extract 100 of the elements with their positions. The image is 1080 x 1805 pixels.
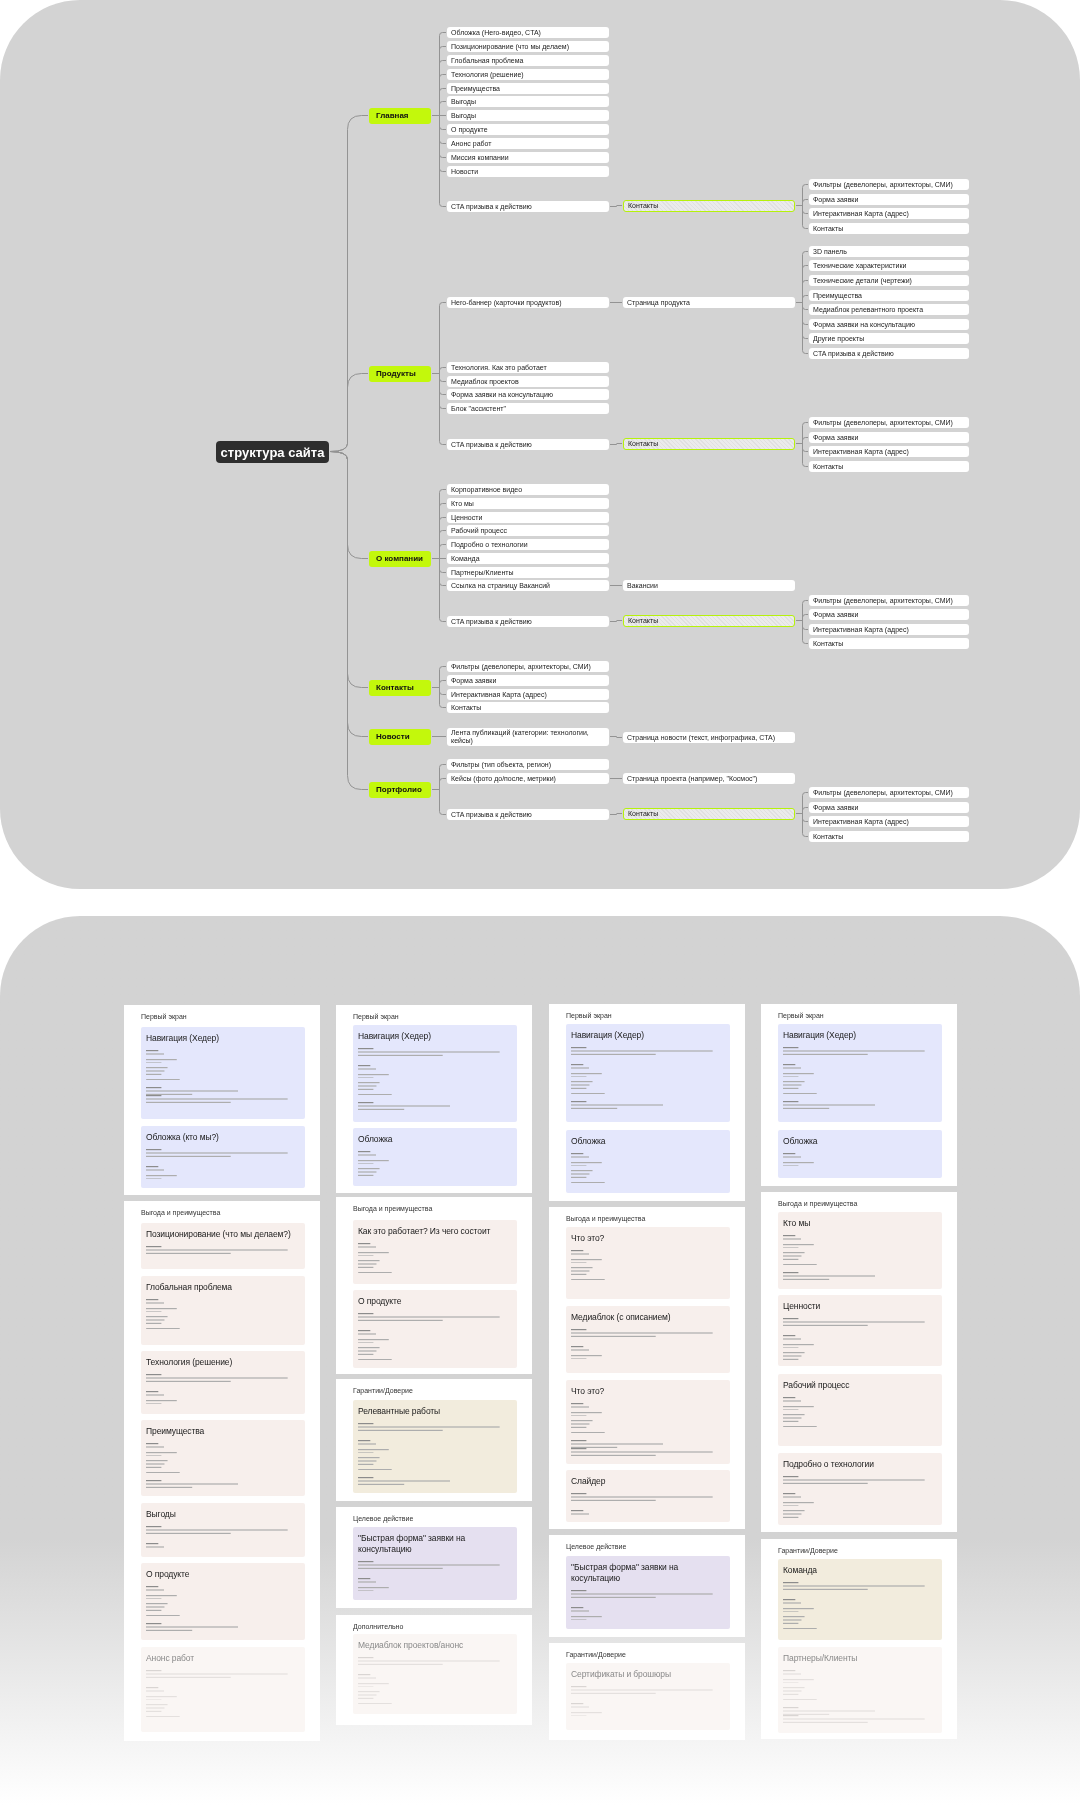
block-title: Подробно о технологии [783, 1459, 875, 1470]
block-title: Кто мы [783, 1218, 812, 1229]
block-title: Обложка [783, 1136, 819, 1147]
connector-line [329, 451, 369, 790]
section-block [566, 1024, 730, 1122]
connector-line [609, 620, 623, 622]
connector-line [609, 302, 623, 303]
section-block [566, 1130, 730, 1193]
section-block [353, 1290, 517, 1368]
section-block [566, 1306, 730, 1373]
block-title: Слайдер [571, 1476, 607, 1487]
connector-line [609, 205, 623, 207]
connector-line [431, 115, 447, 207]
block-title: Навигация (Хедер) [358, 1031, 432, 1042]
section-block [778, 1374, 942, 1446]
block-title: Ценности [783, 1301, 822, 1312]
section-block [141, 1420, 305, 1496]
wireframe-card [549, 1535, 745, 1637]
section-block [566, 1380, 730, 1464]
wireframe-card [761, 1539, 957, 1739]
wireframe-card [549, 1004, 745, 1201]
connector-line [795, 813, 809, 837]
block-title: Выгоды [146, 1509, 177, 1520]
section-block [353, 1025, 517, 1122]
section-block [778, 1559, 942, 1640]
connector-line [609, 778, 623, 779]
section-block [778, 1295, 942, 1366]
block-title: Рабочий процесс [783, 1380, 851, 1391]
wireframe-card [336, 1379, 532, 1501]
wireframe-card [336, 1005, 532, 1193]
section-block [141, 1351, 305, 1414]
connector-line [431, 736, 447, 737]
block-title: Обложка (кто мы?) [146, 1132, 220, 1143]
block-title: Навигация (Хедер) [783, 1030, 857, 1041]
section-block [566, 1663, 730, 1730]
section-block [353, 1634, 517, 1714]
wireframe-card [549, 1207, 745, 1529]
connector-line [795, 443, 809, 467]
section-block [566, 1556, 730, 1629]
section-block [353, 1527, 517, 1600]
connector-line [795, 620, 809, 644]
block-title: О продукте [358, 1296, 403, 1307]
block-title: Глобальная проблема [146, 1282, 233, 1293]
block-title: Что это? [571, 1233, 606, 1244]
connector-line [795, 302, 809, 354]
block-title: "Быстрая форма" заявки на консультацию [358, 1533, 467, 1555]
section-block [778, 1024, 942, 1122]
root-topic: структура сайта [216, 441, 329, 463]
block-title: Что это? [571, 1386, 606, 1397]
main-topic: Продукты [369, 366, 431, 382]
section-block [141, 1563, 305, 1640]
block-title: О продукте [146, 1569, 191, 1580]
section-block [566, 1227, 730, 1299]
section-block [141, 1276, 305, 1345]
main-topic: Новости [369, 729, 431, 745]
section-block [141, 1126, 305, 1188]
connector-line [609, 585, 623, 586]
wireframe-card [124, 1005, 320, 1195]
connector-line [609, 813, 623, 815]
block-title: "Быстрая форма" заявки на косультацию [571, 1562, 680, 1584]
section-block [778, 1212, 942, 1289]
block-title: Навигация (Хедер) [146, 1033, 220, 1044]
connector-line [431, 373, 447, 445]
section-block [353, 1400, 517, 1493]
section-block [141, 1223, 305, 1269]
section-block [566, 1470, 730, 1522]
connector-line [609, 443, 623, 445]
block-title: Анонс работ [146, 1653, 196, 1664]
block-title: Как это работает? Из чего состоит [358, 1226, 492, 1237]
section-block [141, 1503, 305, 1557]
section-block [353, 1220, 517, 1284]
main-topic: Контакты [369, 680, 431, 696]
block-title: Позиционирование (что мы делаем?) [146, 1229, 292, 1240]
wireframe-card [336, 1615, 532, 1725]
block-title: Партнеры/Клиенты [783, 1653, 859, 1664]
section-block [353, 1128, 517, 1186]
wireframe-card [761, 1004, 957, 1186]
block-title: Навигация (Хедер) [571, 1030, 645, 1041]
block-title: Медиаблок (с описанием) [571, 1312, 672, 1323]
wireframe-card [761, 1192, 957, 1532]
section-block [141, 1647, 305, 1732]
connector-line [431, 558, 447, 622]
section-block [778, 1453, 942, 1525]
connector-line [609, 736, 623, 738]
block-title: Преимущества [146, 1426, 206, 1437]
wireframe-card [124, 1201, 320, 1741]
main-topic: О компании [369, 551, 431, 567]
wireframe-card [336, 1507, 532, 1608]
block-title: Обложка [358, 1134, 394, 1145]
block-title: Обложка [571, 1136, 607, 1147]
wireframe-card [549, 1643, 745, 1740]
main-topic: Портфолио [369, 782, 431, 798]
connector-line [431, 687, 447, 708]
block-title: Команда [783, 1565, 818, 1576]
block-title: Релевантные работы [358, 1406, 442, 1417]
block-title: Технология (решение) [146, 1357, 234, 1368]
section-block [141, 1027, 305, 1119]
connector-line [431, 789, 447, 815]
block-title: Медиаблок проектов/анонс [358, 1640, 465, 1651]
section-block [778, 1130, 942, 1178]
